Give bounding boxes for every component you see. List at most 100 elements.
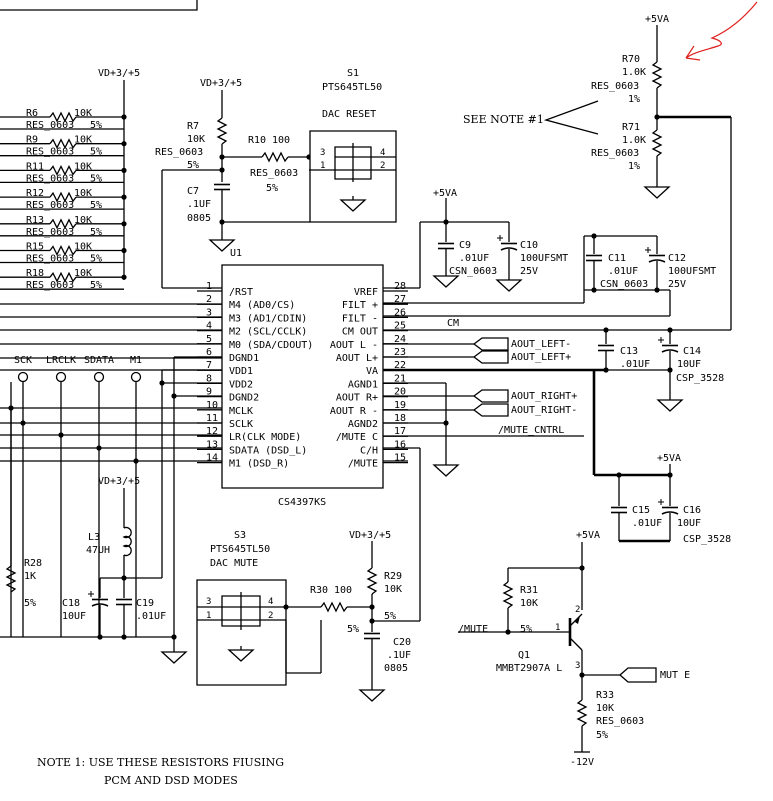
u1-pin-name: LR(CLK MODE) [229, 432, 301, 443]
c12-value: 100UFSMT [668, 266, 716, 277]
r71-ref: R71 [622, 122, 640, 133]
u1-pin-number: 20 [394, 387, 406, 398]
aout-right-minus-port [474, 404, 508, 416]
r29-body [368, 568, 376, 594]
c15-ref: C15 [632, 505, 650, 516]
bank-ref: R18 [26, 268, 44, 279]
test-point-icon[interactable] [93, 371, 105, 383]
s1-pin2: 2 [380, 161, 385, 171]
r70-pkg: RES_0603 [591, 81, 639, 92]
vdd-supply: VD+3/+5 L3 47UH C18 10UF C19 .01UF R28 1… [0, 357, 222, 664]
c10-ref: C10 [520, 240, 538, 251]
r30-value: 100 [334, 585, 352, 596]
s3-pin4: 4 [268, 597, 273, 607]
c15-value: .01UF [632, 518, 662, 529]
bank-tol: 5% [90, 120, 102, 131]
c16-pkg: CSP_3528 [683, 534, 731, 545]
r30-ref: R30 [310, 585, 328, 596]
u1-pin-number: 5 [206, 334, 212, 345]
u1-pin-number: 23 [394, 347, 406, 358]
bank-rail-label: VD+3/+5 [98, 68, 140, 79]
u1-pin-name: C/H [360, 445, 378, 456]
frame-edge [0, 0, 197, 10]
aout-right-minus-label: AOUT_RIGHT- [511, 405, 577, 416]
r70-tol: 1% [628, 94, 640, 105]
driver-rail-neg: -12V [570, 757, 594, 768]
u1-pin-name: AOUT L+ [336, 353, 378, 364]
bank-value: 10K [74, 161, 92, 172]
u1-pin-number: 8 [206, 373, 212, 384]
u1-pin-number: 2 [206, 294, 212, 305]
bank-pkg: RES_0603 [26, 173, 74, 184]
s3-ref: S3 [234, 530, 246, 541]
bank-resistor-body [50, 140, 76, 148]
s1-part: PTS645TL50 [322, 82, 382, 93]
u1-pin-name: M2 (SCL/CCLK) [229, 327, 307, 338]
r7-body [218, 118, 226, 144]
r33-tol: 5% [596, 730, 608, 741]
c14-ref: C14 [683, 346, 701, 357]
c19-ref: C19 [136, 598, 154, 609]
u1-pin-name: AOUT L - [330, 340, 378, 351]
u1-part: CS4397KS [278, 497, 326, 508]
c14-pkg: CSP_3528 [676, 373, 724, 384]
c7-cap [213, 183, 231, 191]
u1-pin-number: 25 [394, 321, 406, 332]
mute-output-label: MUT E [660, 670, 690, 681]
c10-volt: 25V [520, 266, 538, 277]
bank-value: 10K [74, 188, 92, 199]
bank-tol: 5% [90, 227, 102, 238]
c9-ref: C9 [459, 240, 471, 251]
bank-tol: 5% [90, 200, 102, 211]
r71-value: 1.0K [622, 135, 646, 146]
u1-pin-number: 12 [206, 426, 218, 437]
test-point-icon[interactable] [55, 371, 67, 383]
r28-ref: R28 [24, 558, 42, 569]
test-point-icon[interactable] [130, 371, 142, 383]
note-pointer [546, 101, 598, 134]
test-point-label: SDATA [84, 355, 114, 366]
test-point-icon[interactable] [17, 371, 29, 383]
u1-pin-number: 9 [206, 387, 212, 398]
bank-pkg: RES_0603 [26, 280, 74, 291]
s1-pin1: 1 [320, 161, 325, 171]
aout-left-plus-label: AOUT_LEFT+ [511, 352, 571, 363]
test-point-label: SCK [14, 355, 32, 366]
test-point-wires [0, 382, 222, 637]
u1-pin-number: 21 [394, 373, 406, 384]
left-bus [0, 304, 222, 370]
bank-tol: 5% [90, 254, 102, 265]
ground-icon [496, 275, 522, 292]
ground-icon [657, 395, 683, 412]
output-section: CM AOUT_LEFT- AOUT_LEFT+ AOUT_RIGHT+ AOU… [383, 318, 731, 621]
q1-pin2: 2 [575, 605, 580, 615]
u1-body [222, 265, 383, 488]
c19-value: .01UF [136, 611, 166, 622]
r10-ref: R10 [248, 135, 266, 146]
u1-pin-name: AGND2 [348, 419, 378, 430]
r30-body [321, 603, 347, 611]
bank-tol: 5% [90, 280, 102, 291]
u1-pin-number: 18 [394, 413, 406, 424]
u1-pin-name: VREF [354, 287, 378, 298]
bank-junction [121, 247, 127, 254]
ground-icon [161, 647, 187, 664]
l3-value: 47UH [86, 545, 110, 556]
u1-pin-number: 15 [394, 453, 406, 464]
mute-driver: +5VA R31 10K 5% /MUTE 1 2 3 Q1 MMBT2907A… [458, 530, 690, 768]
u1-pin-name: AOUT R+ [336, 393, 378, 404]
r30-tol: 5% [347, 624, 359, 635]
u1-pin-number: 13 [206, 439, 218, 450]
r7-ref: R7 [187, 121, 199, 132]
c14-value: 10UF [677, 359, 701, 370]
c12-volt: 25V [668, 279, 686, 290]
r33-pkg: RES_0603 [596, 716, 644, 727]
bank-ref: R15 [26, 242, 44, 253]
u1-pin-number: 10 [206, 400, 218, 411]
bank-junction [121, 221, 127, 227]
aout-right-plus-label: AOUT_RIGHT+ [511, 391, 577, 402]
note-line-1: NOTE 1: USE THESE RESISTORS FIUSING [37, 756, 284, 769]
